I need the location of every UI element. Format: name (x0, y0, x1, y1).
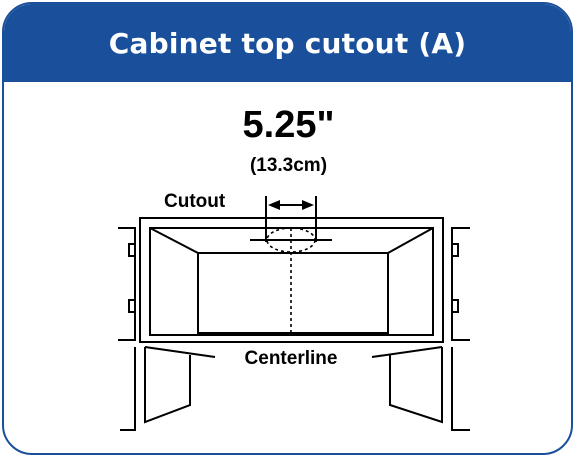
left-hinge-top (128, 243, 136, 257)
right-side-cabinet (451, 227, 470, 341)
card-title: Cabinet top cutout (A) (108, 26, 467, 60)
cabinet-outer-box (139, 217, 444, 343)
dimension-cm: (13.3cm) (249, 155, 328, 176)
right-hinge-bottom (451, 299, 459, 313)
right-lower-cabinet (451, 347, 470, 431)
cabinet-back-panel (197, 252, 389, 334)
arrow-right-icon (302, 200, 314, 210)
left-hinge-bottom (128, 299, 136, 313)
cutout-label: Cutout (164, 191, 226, 212)
arrow-left-icon (268, 200, 280, 210)
card-header: Cabinet top cutout (A) (4, 4, 571, 82)
right-hinge-top (451, 243, 459, 257)
dimension-inches: 5.25" (242, 104, 335, 146)
left-lower-cabinet (120, 347, 136, 431)
cutout-card: Cabinet top cutout (A) (2, 2, 573, 455)
centerline-label: Centerline (245, 348, 338, 369)
left-side-cabinet (118, 227, 136, 341)
